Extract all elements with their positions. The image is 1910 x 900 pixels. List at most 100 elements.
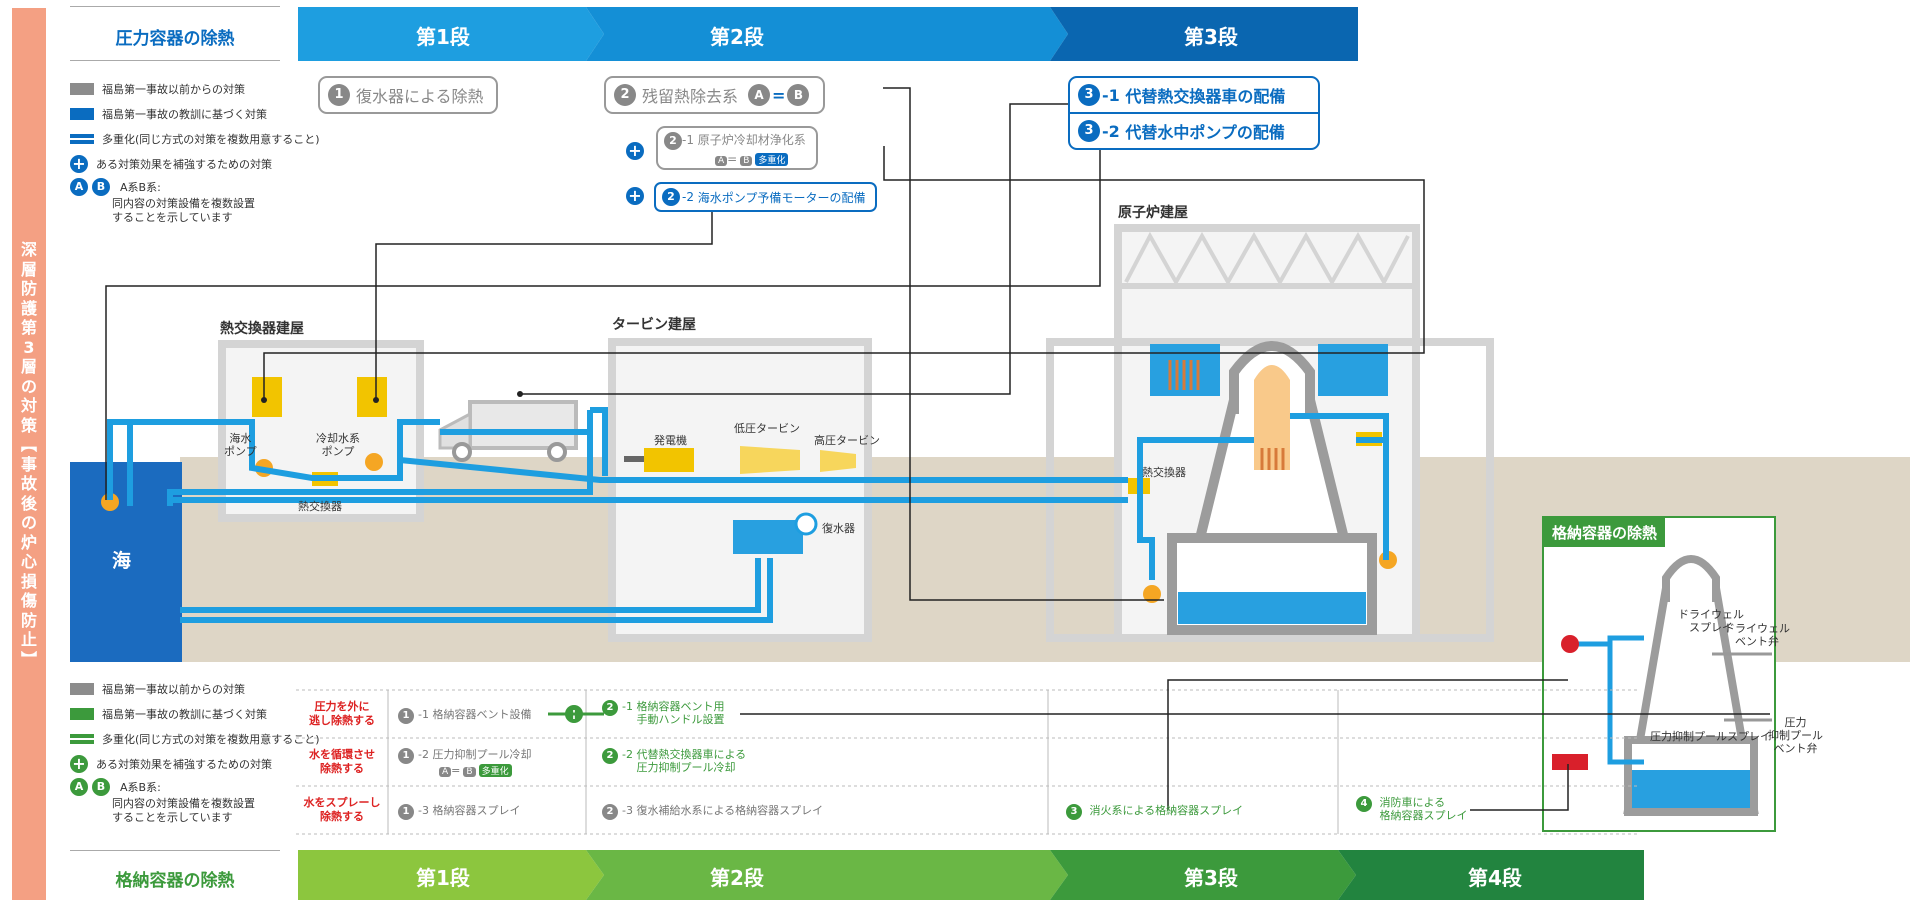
cell-2-2[interactable]: 2-2 代替熱交換器車による 圧力抑制プール冷却 — [602, 748, 746, 774]
measure-label: 代替熱交換器車の配備 — [1125, 87, 1286, 106]
cell-3-3[interactable]: 3 消火系による格納容器スプレイ — [1066, 802, 1243, 820]
a-icon: A — [439, 767, 452, 777]
a-icon: A — [70, 778, 88, 796]
measure-3-1[interactable]: 3-1 代替熱交換器車の配備 — [1070, 78, 1318, 114]
side-band — [12, 8, 46, 900]
measure-label: 代替水中ポンプの配備 — [1125, 123, 1285, 142]
b-icon: B — [92, 778, 110, 796]
legend-ab-label: A系B系: — [120, 181, 161, 194]
turbine-building — [608, 338, 872, 642]
stage-arrow-4 — [1338, 850, 1644, 900]
top-stage-3: 第3段 — [1184, 25, 1238, 49]
top-stage-2: 第2段 — [710, 25, 764, 49]
hp-turbine-icon — [820, 450, 856, 472]
legend-swatch-blue — [70, 107, 94, 120]
legend-bottom: 福島第一事故以前からの対策 福島第一事故の教訓に基づく対策 多重化(同じ方式の対… — [70, 676, 320, 824]
b-icon: B — [463, 767, 476, 777]
legend-swatch-dual — [70, 133, 94, 145]
bottom-stage-3: 第3段 — [1184, 866, 1238, 890]
measure-2-2-box[interactable]: 2-2 海水ポンプ予備モーターの配備 — [654, 182, 878, 212]
plus-icon: + — [626, 187, 644, 205]
bottom-stage-4: 第4段 — [1468, 866, 1522, 890]
cell-1-1[interactable]: 1-1 格納容器ベント設備 — [398, 706, 531, 724]
row-label: 水をスプレーし 除熱する — [303, 796, 381, 823]
cell-text: 格納容器ベント用 手動ハンドル設置 — [636, 700, 725, 726]
stage-arrow-2 — [586, 7, 1068, 61]
number-badge: 2 — [664, 131, 682, 150]
cooling-pump-icon — [357, 377, 387, 417]
cell-2-1[interactable]: 2-1 格納容器ベント用 手動ハンドル設置 — [602, 700, 724, 726]
cell-text: 復水補給水系による格納容器スプレイ — [636, 804, 824, 817]
stage-arrow-1 — [298, 850, 604, 900]
measure-3-2[interactable]: 3-2 代替水中ポンプの配備 — [1070, 114, 1318, 148]
turbine-building-label: タービン建屋 — [612, 317, 696, 333]
heat-exchanger-label: 熱交換器 — [298, 500, 342, 513]
condenser-label: 復水器 — [822, 522, 855, 535]
number-badge: 2 — [602, 804, 618, 820]
sea-label: 海 — [112, 550, 132, 572]
cell-text: 消火系による格納容器スプレイ — [1089, 804, 1244, 817]
sub-number: -2 — [1102, 121, 1120, 141]
legend-top: 福島第一事故以前からの対策 福島第一事故の教訓に基づく対策 多重化(同じ方式の対… — [70, 76, 320, 224]
equals-sign: = — [772, 85, 786, 105]
cell-text: 消防車による 格納容器スプレイ — [1379, 796, 1468, 822]
sea — [70, 462, 182, 662]
cell-2-3[interactable]: 2 -3 復水補給水系による格納容器スプレイ — [602, 802, 823, 820]
bottom-stage-2: 第2段 — [710, 866, 764, 890]
measure-label: 残留熱除去系 — [642, 87, 739, 106]
divider — [70, 6, 280, 7]
number-badge: 3 — [1078, 84, 1100, 106]
cooling-pump-label: 冷却水系 ポンプ — [316, 432, 360, 458]
sub-number: -3 — [622, 804, 633, 817]
pump-icon — [365, 453, 383, 471]
a-icon: A — [70, 178, 88, 196]
reactor-building — [1046, 224, 1494, 642]
condenser-icon — [733, 520, 803, 554]
legend-item: ある対策効果を補強するための対策 — [96, 157, 272, 171]
number-badge: 1 — [398, 708, 414, 724]
pool-vent-label: 圧力 抑制プール ベント弁 — [1768, 716, 1823, 755]
divider — [70, 850, 280, 851]
generator-label: 発電機 — [654, 434, 687, 447]
legend-ab-label: A系B系: — [120, 781, 161, 794]
stage-arrow-3 — [1050, 850, 1356, 900]
legend-swatch-dual — [70, 733, 94, 745]
cell-4-3[interactable]: 4 消防車による 格納容器スプレイ — [1356, 796, 1468, 822]
cell-1-3[interactable]: 1-3 格納容器スプレイ — [398, 802, 520, 820]
legend-swatch-gray — [70, 82, 94, 95]
plus-icon: + — [626, 142, 644, 160]
top-stage-1: 第1段 — [416, 25, 470, 49]
legend-item: 多重化(同じ方式の対策を複数用意すること) — [102, 732, 320, 746]
number-badge: 1 — [398, 804, 414, 820]
stage-arrow-3 — [1050, 7, 1358, 61]
legend-item: 福島第一事故以前からの対策 — [102, 682, 245, 696]
bottom-stage-band — [298, 850, 1644, 900]
multiplex-tag: 多重化 — [755, 152, 789, 166]
generator-icon — [644, 448, 694, 472]
legend-item: 福島第一事故の教訓に基づく対策 — [102, 107, 267, 121]
number-badge: 1 — [398, 748, 414, 764]
number-badge: 3 — [1078, 120, 1100, 142]
top-title: 圧力容器の除熱 — [115, 29, 235, 49]
bottom-stage-1: 第1段 — [416, 866, 470, 890]
lp-turbine-icon — [740, 446, 800, 474]
legend-ab-desc: することを示しています — [112, 811, 233, 824]
number-badge: 2 — [602, 748, 618, 764]
number-badge: 3 — [1066, 804, 1082, 820]
number-badge: 1 — [328, 84, 350, 106]
stage-arrow-1 — [298, 7, 604, 61]
seawater-pump-label: 海水 ポンプ — [224, 432, 257, 458]
legend-item: 福島第一事故の教訓に基づく対策 — [102, 707, 267, 721]
reactor-hx-label: 熱交換器 — [1142, 466, 1186, 479]
sub-number: -1 — [418, 708, 429, 721]
truck-icon — [438, 400, 578, 462]
b-icon: B — [92, 178, 110, 196]
b-icon: B — [787, 84, 810, 106]
a-icon: A — [748, 84, 771, 106]
plus-icon: + — [70, 754, 88, 773]
